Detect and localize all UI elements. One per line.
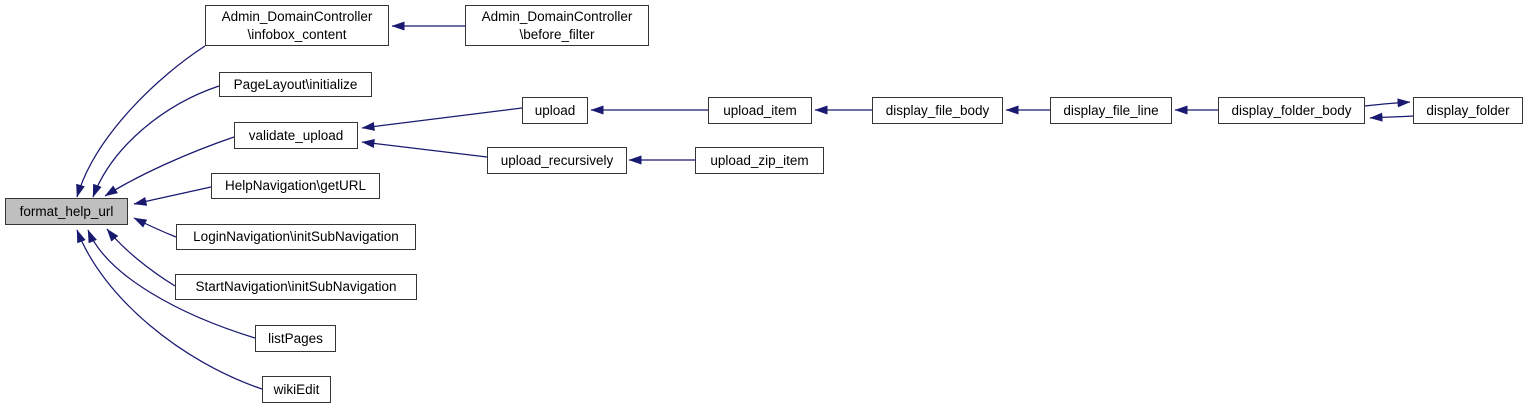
- edge-upload_recursively-to-validate_upload: [361, 139, 488, 158]
- node-display_folder[interactable]: display_folder: [1413, 97, 1523, 124]
- node-label: display_file_body: [885, 102, 990, 118]
- node-admin_domaincontroller-before_filter[interactable]: Admin_DomainController \before_filter: [465, 5, 649, 46]
- node-label: upload: [534, 102, 576, 118]
- node-display_folder_body[interactable]: display_folder_body: [1218, 97, 1365, 124]
- node-pagelayout-initialize[interactable]: PageLayout\initialize: [219, 72, 372, 97]
- node-upload_recursively[interactable]: upload_recursively: [487, 147, 627, 174]
- node-label: upload_item: [723, 102, 797, 118]
- node-listpages[interactable]: listPages: [255, 325, 336, 352]
- node-label-line2: \before_filter: [519, 26, 595, 42]
- node-upload_zip_item[interactable]: upload_zip_item: [695, 147, 824, 174]
- node-label: display_folder: [1426, 102, 1510, 118]
- node-upload_item[interactable]: upload_item: [708, 97, 812, 124]
- node-label: PageLayout\initialize: [233, 76, 358, 92]
- node-startnavigation-initsubnavigation[interactable]: StartNavigation\initSubNavigation: [175, 274, 417, 300]
- node-label-line1: Admin_DomainController: [481, 8, 633, 24]
- edge-list_pages-to-format_help_url: [87, 229, 256, 339]
- node-admin_domaincontroller-infobox_content[interactable]: Admin_DomainController \infobox_content: [205, 5, 389, 46]
- node-display_file_line[interactable]: display_file_line: [1050, 97, 1172, 124]
- edge-display_folder_body-to-display_folder: [1364, 98, 1411, 108]
- node-label: upload_recursively: [500, 152, 614, 168]
- node-label: format_help_url: [19, 203, 114, 219]
- edge-upload-to-validate_upload: [361, 107, 523, 131]
- edge-login_nav-to-format_help_url: [133, 217, 177, 238]
- edge-infobox_content-to-format_help_url: [76, 45, 206, 198]
- node-loginnavigation-initsubnavigation[interactable]: LoginNavigation\initSubNavigation: [176, 224, 416, 250]
- node-label: upload_zip_item: [710, 152, 809, 168]
- node-label: display_file_line: [1063, 102, 1159, 118]
- node-label: validate_upload: [248, 127, 344, 143]
- node-label: listPages: [268, 330, 323, 346]
- edge-start_nav-to-format_help_url: [106, 228, 176, 287]
- edge-validate_upload-to-format_help_url: [104, 136, 235, 197]
- node-label: display_folder_body: [1231, 102, 1352, 118]
- edge-display_folder-to-display_folder_body: [1369, 112, 1414, 122]
- node-label: StartNavigation\initSubNavigation: [195, 279, 397, 294]
- node-wikiedit[interactable]: wikiEdit: [262, 376, 331, 403]
- node-label-line1: Admin_DomainController: [221, 8, 373, 24]
- node-label: HelpNavigation\getURL: [224, 178, 367, 193]
- node-upload[interactable]: upload: [522, 97, 588, 124]
- node-label-line2: \infobox_content: [247, 26, 347, 42]
- node-validate_upload[interactable]: validate_upload: [234, 122, 358, 149]
- edge-wiki_edit-to-format_help_url: [76, 229, 263, 390]
- edge-help_nav-to-format_help_url: [133, 186, 212, 206]
- node-format_help_url[interactable]: format_help_url: [5, 198, 128, 225]
- node-helpnavigation-geturl[interactable]: HelpNavigation\getURL: [211, 173, 380, 199]
- node-label: wikiEdit: [273, 381, 320, 397]
- node-display_file_body[interactable]: display_file_body: [872, 97, 1003, 124]
- edge-page_layout-to-format_help_url: [92, 85, 220, 198]
- node-label: LoginNavigation\initSubNavigation: [193, 229, 399, 244]
